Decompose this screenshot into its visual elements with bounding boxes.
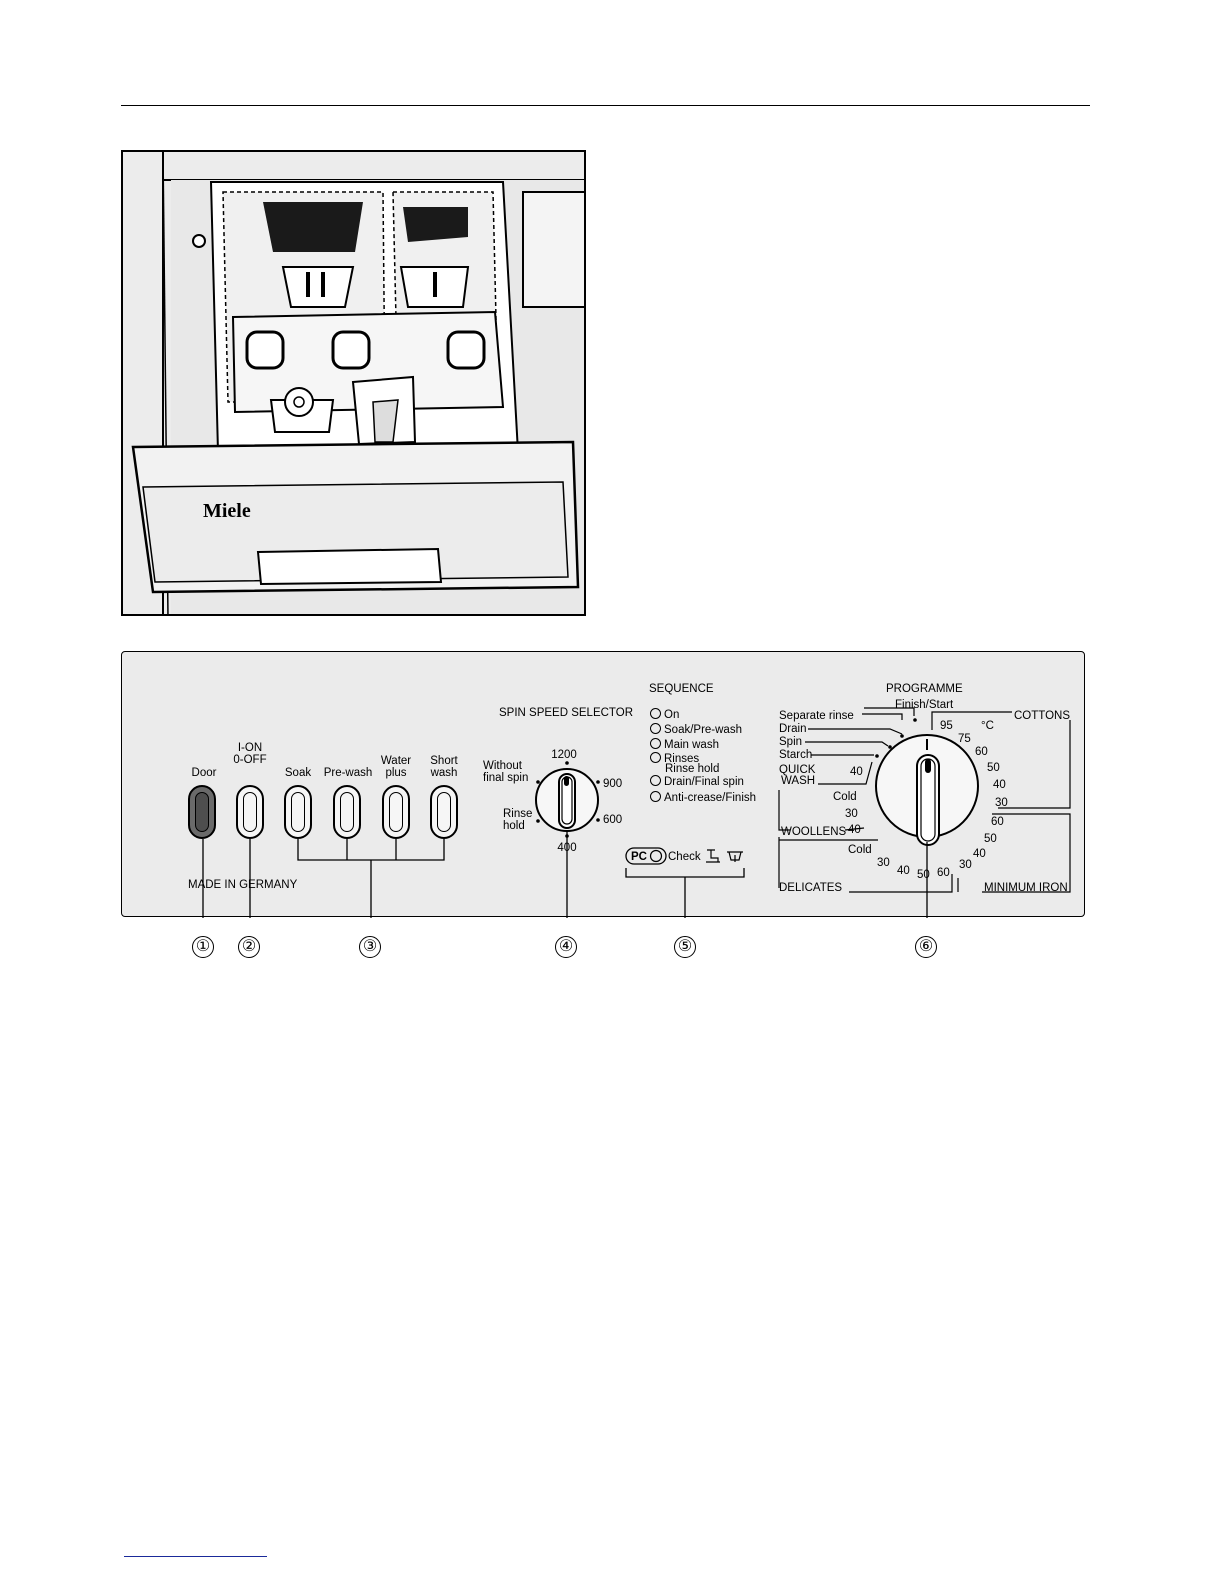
prog-deg: °C	[981, 720, 994, 732]
spin-400: 400	[557, 842, 577, 854]
spin-without-2: final spin	[483, 772, 529, 784]
prog-wool-40: 40	[848, 824, 861, 836]
prog-starch: Starch	[779, 749, 813, 761]
top-rule	[121, 105, 1090, 106]
sequence-item-on: On	[650, 708, 679, 721]
prog-del-60: 60	[937, 867, 950, 879]
prog-cold-a: Cold	[833, 791, 857, 803]
miele-logo: Miele	[203, 500, 251, 522]
prog-mi60: 60	[991, 816, 1004, 828]
prewash-label: Pre-wash	[323, 767, 373, 779]
prog-drain: Drain	[779, 723, 807, 735]
soak-button[interactable]	[284, 785, 312, 839]
prog-mi40: 40	[973, 848, 986, 860]
indicator-light-icon	[650, 723, 661, 734]
sequence-item-mainwash: Main wash	[650, 738, 719, 751]
callout-6: ⑥	[915, 936, 937, 958]
prewash-button[interactable]	[333, 785, 361, 839]
spin-600: 600	[603, 814, 623, 826]
indicator-light-icon	[650, 708, 661, 719]
prog-minimum-iron: MINIMUM IRON	[984, 882, 1068, 894]
drain-icon	[727, 851, 743, 862]
spin-rinse-2: hold	[503, 820, 525, 832]
sequence-title: SEQUENCE	[649, 683, 714, 695]
prog-wool-30: 30	[845, 808, 858, 820]
sequence-item-soak: Soak/Pre-wash	[650, 723, 742, 736]
prog-c75: 75	[958, 733, 971, 745]
sequence-item-drain: Drain/Final spin	[650, 775, 744, 788]
sequence-item-rinsehold: Rinse hold	[665, 763, 720, 775]
spin-1200: 1200	[551, 749, 577, 761]
footer-rule	[124, 1556, 267, 1557]
prog-mi50: 50	[984, 833, 997, 845]
waterplus-label-1: Water	[380, 755, 412, 767]
water-plus-button[interactable]	[382, 785, 410, 839]
sequence-list: On Soak/Pre-wash Main wash Rinses Rinse …	[650, 708, 790, 808]
short-wash-button[interactable]	[430, 785, 458, 839]
prog-woollens: WOOLLENS	[781, 826, 847, 838]
prog-c95: 95	[940, 720, 953, 732]
prog-quick-2: WASH	[781, 775, 816, 787]
indicator-light-icon	[650, 738, 661, 749]
prog-quick-40: 40	[850, 766, 863, 778]
indicator-light-icon	[650, 791, 661, 802]
pc-label: PC	[631, 851, 647, 863]
spin-selector-title: SPIN SPEED SELECTOR	[499, 707, 633, 719]
prog-cottons: COTTONS	[1014, 710, 1071, 722]
door-label: Door	[191, 767, 217, 779]
shortwash-label-1: Short	[430, 755, 458, 767]
control-panel: Door I-ON 0-OFF Soak Pre-wash Water plus…	[121, 651, 1085, 918]
prog-separate-rinse: Separate rinse	[779, 710, 854, 722]
programme-dial[interactable]	[875, 734, 979, 846]
indicator-light-icon	[650, 752, 661, 763]
prog-c50: 50	[987, 762, 1000, 774]
callout-4: ④	[555, 936, 577, 958]
prog-c40: 40	[993, 779, 1006, 791]
prog-del-40: 40	[897, 865, 910, 877]
callout-5: ⑤	[674, 936, 696, 958]
sequence-item-anticrease: Anti-crease/Finish	[650, 791, 756, 804]
programme-title: PROGRAMME	[886, 683, 963, 695]
callout-2: ②	[238, 936, 260, 958]
waterplus-label-2: plus	[385, 767, 407, 779]
shortwash-label-2: wash	[430, 767, 458, 779]
indicator-light-icon	[650, 775, 661, 786]
callout-3: ③	[359, 936, 381, 958]
prog-c30: 30	[995, 797, 1008, 809]
prog-c60: 60	[975, 746, 988, 758]
onoff-label-off: 0-OFF	[233, 754, 267, 766]
detergent-drawer-illustration: Miele	[121, 150, 586, 616]
prog-delicates: DELICATES	[779, 882, 843, 894]
prog-finish-start: Finish/Start	[895, 699, 954, 711]
sequence-item-rinses: Rinses	[650, 752, 699, 765]
onoff-label-on: I-ON	[237, 742, 263, 754]
soak-label: Soak	[284, 767, 312, 779]
prog-mi30: 30	[959, 859, 972, 871]
spin-speed-dial[interactable]	[535, 768, 599, 832]
spin-without-1: Without	[483, 760, 522, 772]
made-in-germany: MADE IN GERMANY	[188, 879, 298, 891]
check-label: Check	[668, 851, 701, 863]
on-off-button[interactable]	[236, 785, 264, 839]
spin-rinse-1: Rinse	[503, 808, 533, 820]
callout-1: ①	[192, 936, 214, 958]
spin-900: 900	[603, 778, 623, 790]
prog-del-30: 30	[877, 857, 890, 869]
prog-del-50: 50	[917, 869, 930, 881]
door-button[interactable]	[188, 785, 216, 839]
prog-quick-1: QUICK	[779, 764, 816, 776]
prog-cold-b: Cold	[848, 844, 872, 856]
prog-spin: Spin	[779, 736, 803, 748]
tap-icon	[706, 849, 720, 863]
